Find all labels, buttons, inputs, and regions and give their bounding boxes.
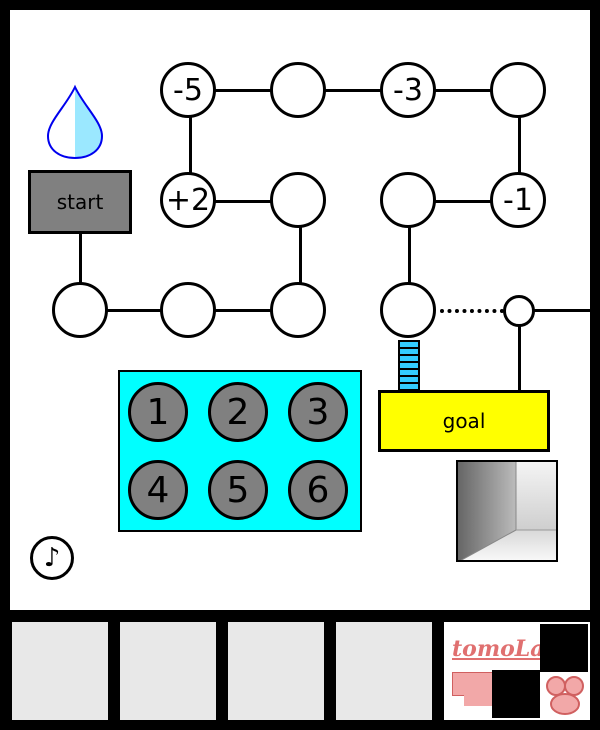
inventory-slot-4[interactable] [336,622,432,720]
goal-label: goal [442,409,486,433]
key-label: 2 [226,391,250,433]
ladder [398,340,420,392]
logo-black-square [540,624,588,672]
water-drop-icon[interactable] [44,84,106,160]
path-line [518,90,521,202]
path-line [408,200,411,312]
node-r3c4[interactable] [380,282,436,338]
node-r2c3[interactable] [380,172,436,228]
node-r3c2[interactable] [160,282,216,338]
node-r2c1[interactable]: +2 [160,172,216,228]
path-line [190,89,520,92]
node-r1c2[interactable] [270,62,326,118]
key-6[interactable]: 6 [288,460,348,520]
inventory-slot-2[interactable] [120,622,216,720]
key-label: 1 [146,391,170,433]
key-2[interactable]: 2 [208,382,268,442]
key-label: 3 [306,391,330,433]
node-r1c3[interactable]: -3 [380,62,436,118]
start-button[interactable]: start [28,170,132,234]
path-line [190,200,300,203]
goal-box[interactable]: goal [378,390,550,452]
key-4[interactable]: 4 [128,460,188,520]
box-icon[interactable] [456,460,558,562]
small-junction-node[interactable] [503,295,535,327]
path-line [408,200,520,203]
node-value: -5 [173,72,203,108]
node-r1c1[interactable]: -5 [160,62,216,118]
key-3[interactable]: 3 [288,382,348,442]
key-label: 5 [226,469,250,511]
node-value: +2 [165,182,211,218]
key-label: 4 [146,469,170,511]
tomola-logo[interactable]: tomoLa [444,622,590,720]
path-line [79,230,82,312]
key-5[interactable]: 5 [208,460,268,520]
music-glyph: ♪ [43,543,61,573]
node-r2c2[interactable] [270,172,326,228]
path-line [299,200,302,312]
inventory-slot-3[interactable] [228,622,324,720]
number-keypad: 1 2 3 4 5 6 [118,370,362,532]
logo-text: tomoLa [452,636,545,662]
node-r3c1[interactable] [52,282,108,338]
node-value: -3 [393,72,423,108]
music-note-icon[interactable]: ♪ [30,536,74,580]
node-value: -1 [503,182,533,218]
dotted-path [440,309,504,313]
key-label: 6 [306,469,330,511]
logo-black-square [492,670,540,718]
bear-icon [546,676,584,715]
key-1[interactable]: 1 [128,382,188,442]
inventory-slot-1[interactable] [12,622,108,720]
start-label: start [56,190,104,214]
path-line [518,309,590,312]
path-line [518,310,521,392]
node-r1c4[interactable] [490,62,546,118]
node-r2c4[interactable]: -1 [490,172,546,228]
node-r3c3[interactable] [270,282,326,338]
path-line [189,90,192,202]
